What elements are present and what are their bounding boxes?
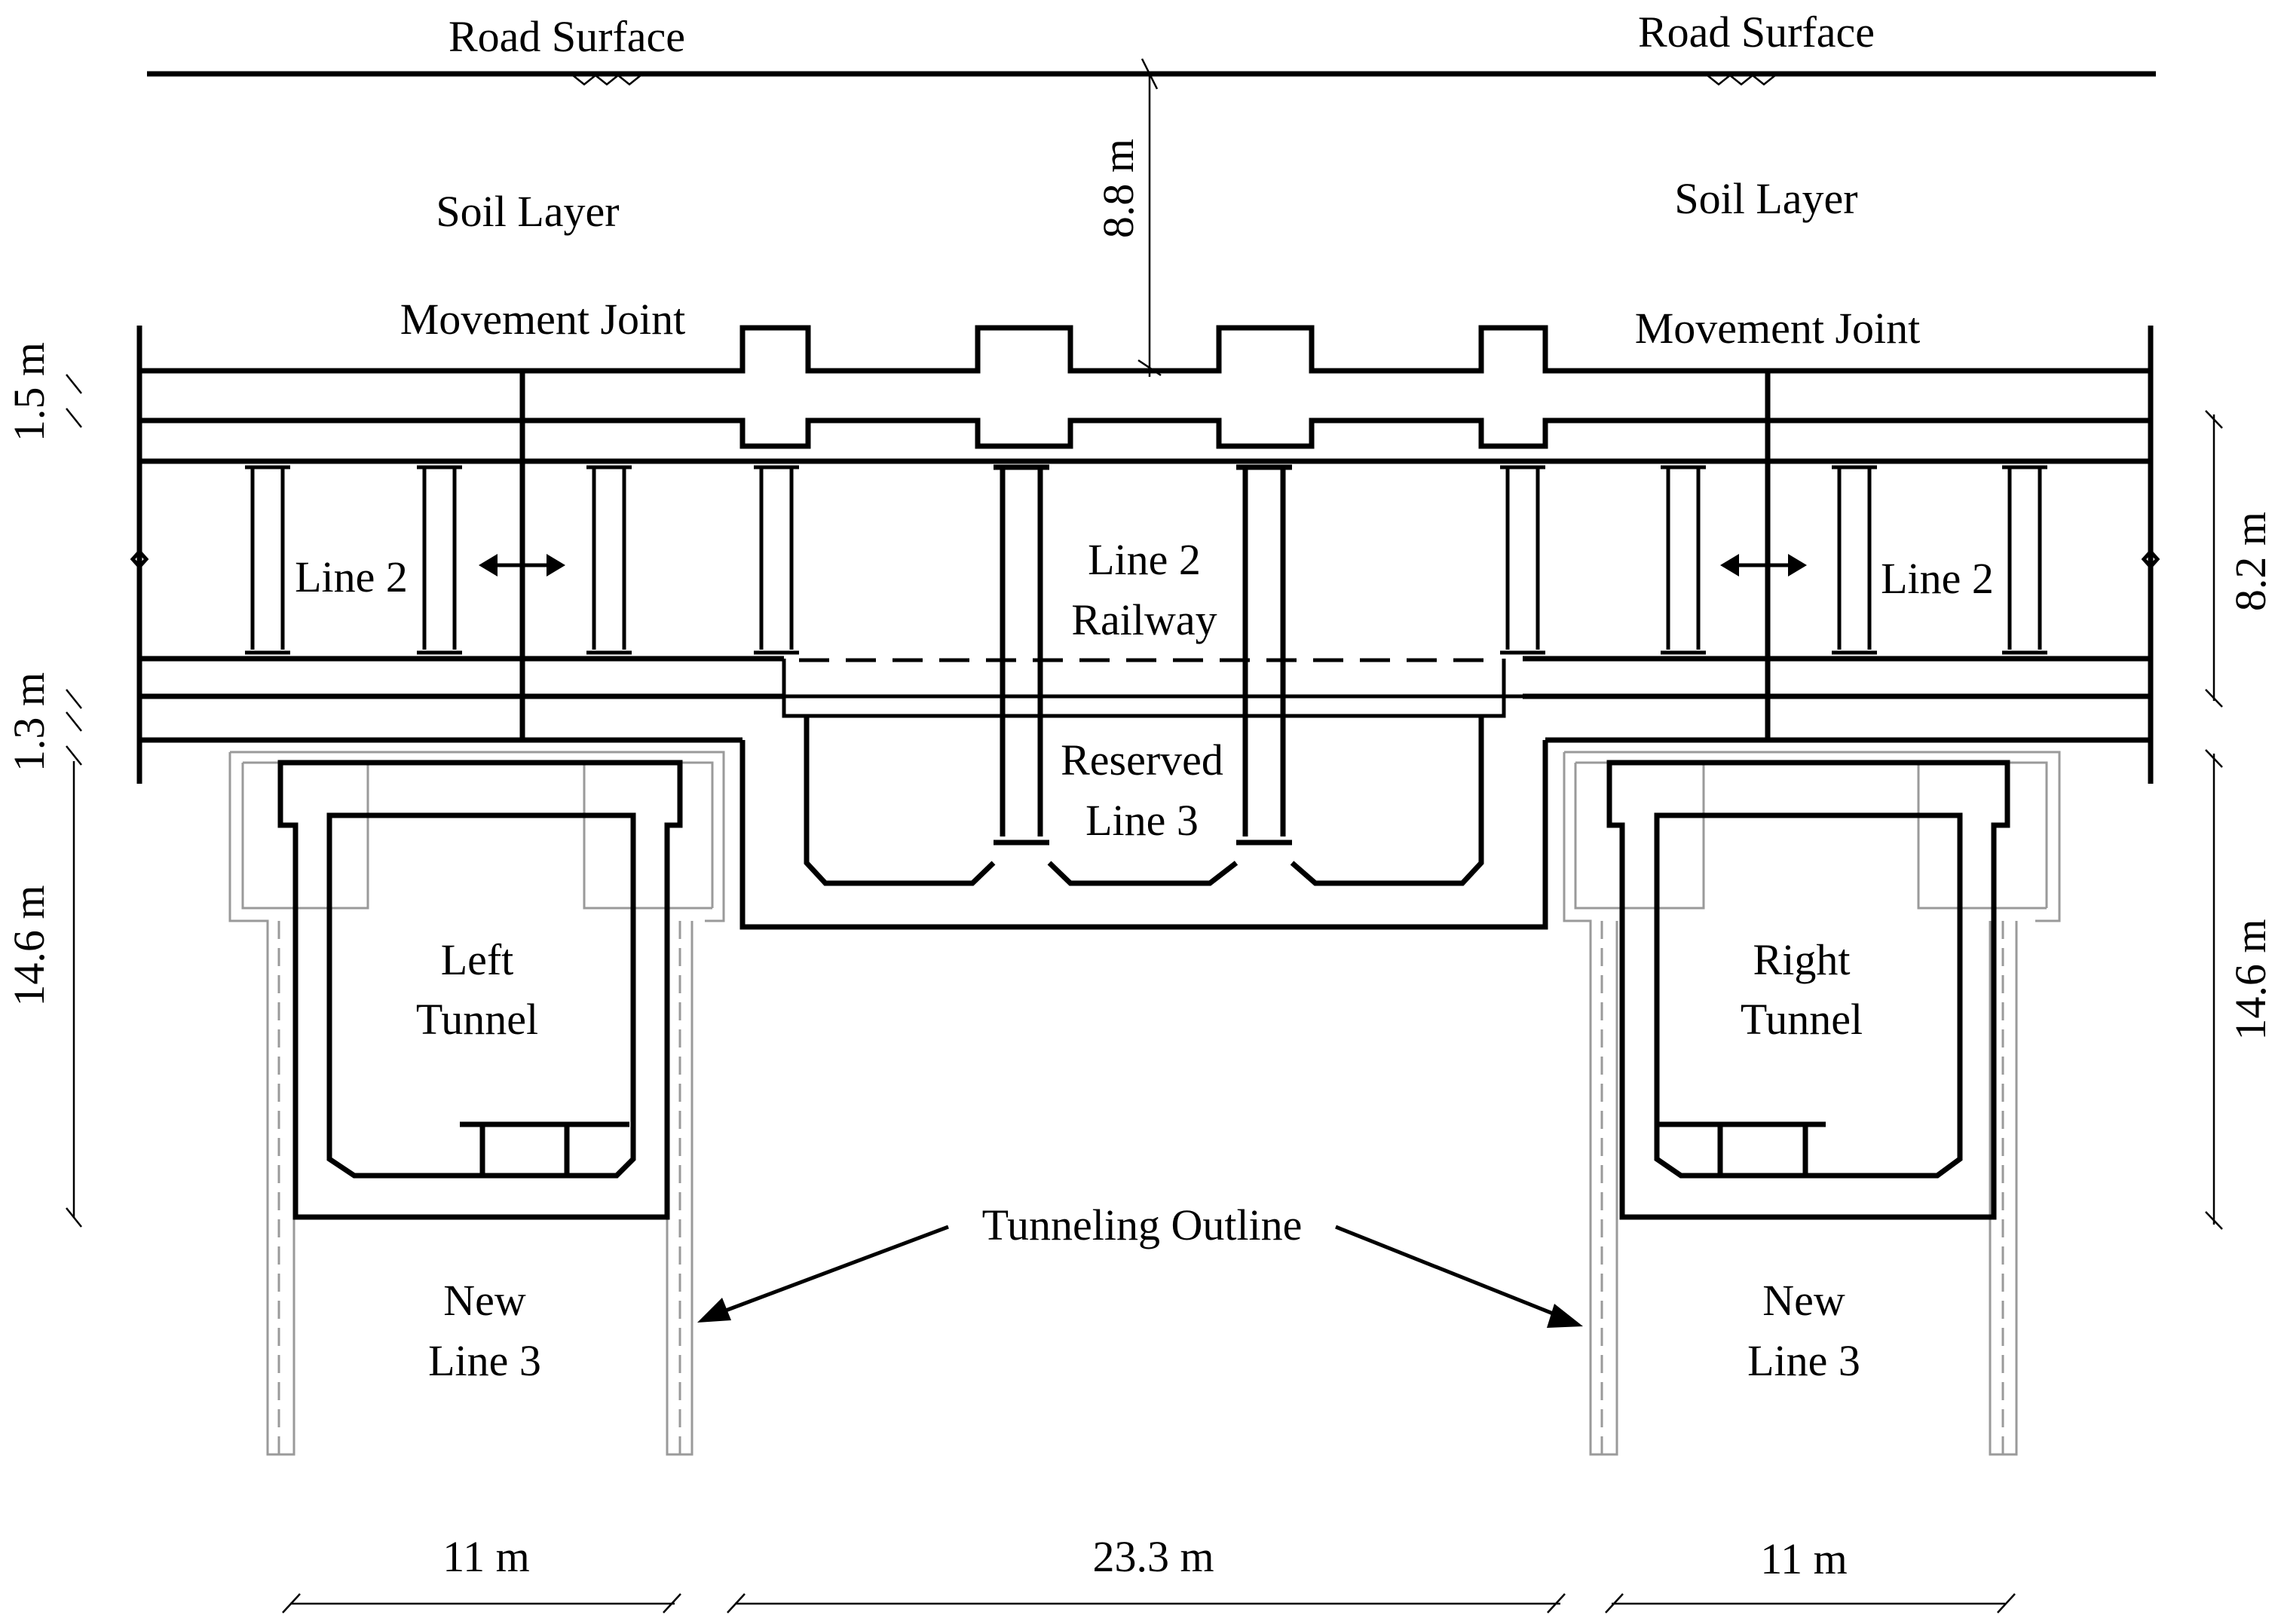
line2-railway-label-2: Railway: [1071, 595, 1217, 644]
left-height-dimension-label: 14.6 m: [5, 885, 54, 1006]
right-vertical-dimensions: [2205, 410, 2223, 1230]
station-structure: [130, 325, 2160, 784]
right-tunnel-label-1: Right: [1753, 935, 1851, 984]
line2-label-left: Line 2: [295, 552, 408, 601]
left-tunnel-label-1: Left: [441, 935, 514, 984]
middle-width-dimension-label: 23.3 m: [1092, 1532, 1214, 1581]
floor-slab-dimension-label: 1.3 m: [5, 672, 54, 772]
roof-slab-dimension-label: 1.5 m: [5, 342, 54, 442]
movement-joint-label-left: Movement Joint: [400, 295, 686, 344]
left-tunnel: [228, 751, 725, 1456]
new-line3-label-left-2: Line 3: [428, 1336, 541, 1385]
new-line3-label-left-1: New: [443, 1276, 526, 1325]
right-height-dimension-label: 14.6 m: [2226, 919, 2275, 1040]
reserved-line3-label-2: Line 3: [1085, 796, 1199, 845]
tunneling-outline-label: Tunneling Outline: [982, 1200, 1303, 1249]
road-surface-label-right: Road Surface: [1638, 8, 1875, 57]
soil-layer-label-left: Soil Layer: [436, 187, 619, 236]
movement-arrow-left: [479, 554, 565, 577]
left-width-dimension-label: 11 m: [442, 1532, 529, 1581]
cover-depth-label: 8.8 m: [1094, 139, 1143, 238]
soil-layer-label-right: Soil Layer: [1674, 174, 1857, 223]
station-columns: [245, 464, 2047, 846]
right-tunnel-label-2: Tunnel: [1741, 995, 1863, 1044]
line2-railway-label-1: Line 2: [1088, 535, 1201, 584]
right-tunnel: [1563, 751, 2061, 1456]
new-line3-label-right-1: New: [1762, 1276, 1845, 1325]
station-height-dimension-label: 8.2 m: [2226, 512, 2275, 611]
right-width-dimension-label: 11 m: [1760, 1534, 1847, 1583]
reserved-line3-label-1: Reserved: [1061, 736, 1223, 784]
movement-arrow-right: [1720, 554, 1807, 577]
road-surface-label-left: Road Surface: [449, 12, 685, 61]
movement-joint-label-right: Movement Joint: [1635, 304, 1921, 353]
bottom-horizontal-dimensions: [282, 1593, 2016, 1613]
road-surface: [147, 58, 2156, 90]
reserved-line3-structure: [739, 716, 1548, 930]
left-vertical-dimensions: [66, 374, 82, 1228]
left-tunnel-label-2: Tunnel: [416, 995, 538, 1044]
tunneling-outline-arrows: [697, 1225, 1583, 1328]
line2-label-right: Line 2: [1881, 554, 1994, 603]
new-line3-label-right-2: Line 3: [1747, 1336, 1860, 1385]
